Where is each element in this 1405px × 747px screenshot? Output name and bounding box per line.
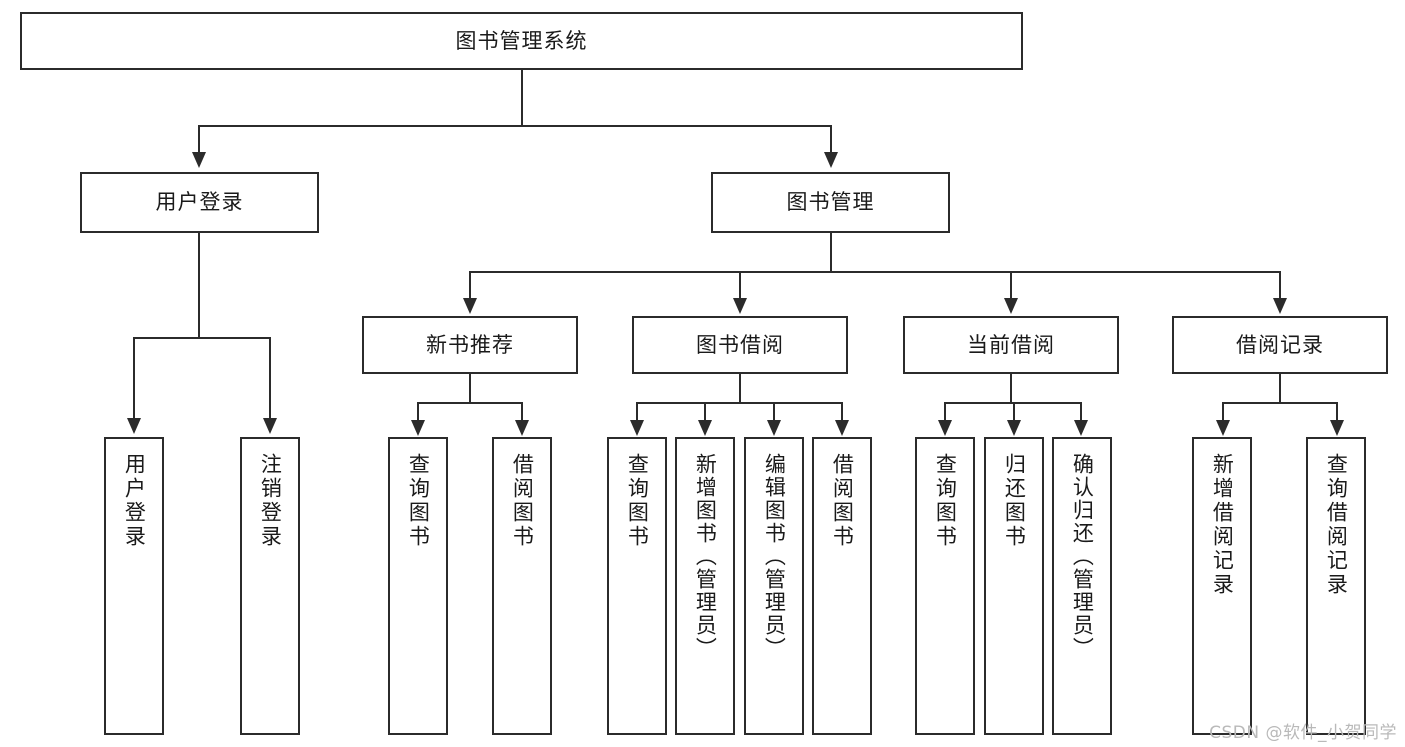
node-current-borrow: 当前借阅 [903, 316, 1119, 374]
leaf-user-login: 用户登录 [104, 437, 164, 735]
edge-cb-stem [1010, 374, 1012, 404]
arrow-cb-to-leaf-2 [1007, 420, 1021, 436]
edge-bb-to-leaf-3 [773, 402, 775, 422]
node-new-book-recommend: 新书推荐 [362, 316, 578, 374]
leaf-label: 查询图书 [625, 453, 650, 549]
edge-user-login-to-leaf-2 [269, 337, 271, 421]
edge-cb-to-leaf-3 [1080, 402, 1082, 422]
leaf-label: 查询借阅记录 [1324, 453, 1349, 597]
leaf-label: 借阅图书 [830, 453, 855, 549]
leaf-label: 新增借阅记录 [1210, 453, 1235, 597]
arrow-user-login-to-leaf-2 [263, 418, 277, 434]
leaf-logout-login: 注销登录 [240, 437, 300, 735]
edge-cb-bar [944, 402, 1081, 404]
node-borrow-record: 借阅记录 [1172, 316, 1388, 374]
arrow-bb-to-leaf-1 [630, 420, 644, 436]
edge-nbr-to-leaf-1 [417, 402, 419, 422]
node-label: 图书管理系统 [455, 28, 588, 53]
node-label: 新书推荐 [426, 332, 514, 357]
arrow-bm-to-new-book [463, 298, 477, 314]
edge-br-to-leaf-2 [1336, 402, 1338, 422]
edge-cb-to-leaf-2 [1013, 402, 1015, 422]
leaf-label: 查询图书 [933, 453, 958, 549]
arrow-bm-to-current-borrow [1004, 298, 1018, 314]
edge-bb-to-leaf-2 [704, 402, 706, 422]
arrow-root-to-user-login [192, 152, 206, 168]
leaf-nbr-query-book: 查询图书 [388, 437, 448, 735]
node-user-login: 用户登录 [80, 172, 319, 233]
edge-bb-stem [739, 374, 741, 404]
edge-bm-to-current-borrow [1010, 271, 1012, 301]
node-label: 借阅记录 [1236, 332, 1324, 357]
edge-root-stem [521, 70, 523, 125]
edge-nbr-stem [469, 374, 471, 404]
leaf-cb-return-book: 归还图书 [984, 437, 1044, 735]
arrow-bb-to-leaf-4 [835, 420, 849, 436]
leaf-label: 用户登录 [122, 453, 147, 549]
node-label: 图书借阅 [696, 332, 784, 357]
edge-root-to-book-management [830, 125, 832, 155]
arrow-br-to-leaf-2 [1330, 420, 1344, 436]
leaf-label: 归还图书 [1002, 453, 1027, 549]
edge-user-login-bar [133, 337, 270, 339]
arrow-nbr-to-leaf-2 [515, 420, 529, 436]
leaf-bb-add-book-admin: 新增图书（管理员） [675, 437, 735, 735]
edge-book-management-stem [830, 233, 832, 273]
leaf-nbr-borrow-book: 借阅图书 [492, 437, 552, 735]
arrow-bm-to-borrow-record [1273, 298, 1287, 314]
leaf-label: 新增图书（管理员） [693, 453, 718, 660]
leaf-label: 确认归还（管理员） [1070, 453, 1095, 660]
edge-user-login-stem [198, 233, 200, 339]
leaf-label: 编辑图书（管理员） [762, 453, 787, 660]
edge-book-management-bar [469, 271, 1281, 273]
edge-bm-to-new-book [469, 271, 471, 301]
edge-nbr-to-leaf-2 [521, 402, 523, 422]
arrow-cb-to-leaf-3 [1074, 420, 1088, 436]
edge-br-stem [1279, 374, 1281, 404]
leaf-bb-borrow-book: 借阅图书 [812, 437, 872, 735]
arrow-user-login-to-leaf-1 [127, 418, 141, 434]
edge-bm-to-book-borrow [739, 271, 741, 301]
arrow-bm-to-book-borrow [733, 298, 747, 314]
edge-bm-to-borrow-record [1279, 271, 1281, 301]
leaf-cb-confirm-return-admin: 确认归还（管理员） [1052, 437, 1112, 735]
edge-br-to-leaf-1 [1222, 402, 1224, 422]
leaf-br-add-record: 新增借阅记录 [1192, 437, 1252, 735]
arrow-bb-to-leaf-3 [767, 420, 781, 436]
arrow-bb-to-leaf-2 [698, 420, 712, 436]
leaf-label: 借阅图书 [510, 453, 535, 549]
leaf-label: 注销登录 [258, 453, 283, 549]
edge-root-bar [198, 125, 832, 127]
node-book-management-system: 图书管理系统 [20, 12, 1023, 70]
edge-bb-bar [636, 402, 843, 404]
leaf-label: 查询图书 [406, 453, 431, 549]
edge-root-to-user-login [198, 125, 200, 155]
edge-bb-to-leaf-4 [841, 402, 843, 422]
edge-bb-to-leaf-1 [636, 402, 638, 422]
watermark: CSDN @软件_小贺同学 [1209, 723, 1397, 743]
edge-nbr-bar [417, 402, 523, 404]
arrow-nbr-to-leaf-1 [411, 420, 425, 436]
node-book-borrow: 图书借阅 [632, 316, 848, 374]
leaf-bb-edit-book-admin: 编辑图书（管理员） [744, 437, 804, 735]
node-book-management: 图书管理 [711, 172, 950, 233]
leaf-cb-query-book: 查询图书 [915, 437, 975, 735]
edge-cb-to-leaf-1 [944, 402, 946, 422]
arrow-br-to-leaf-1 [1216, 420, 1230, 436]
leaf-bb-query-book: 查询图书 [607, 437, 667, 735]
node-label: 图书管理 [786, 190, 875, 215]
node-label: 当前借阅 [967, 332, 1055, 357]
arrow-cb-to-leaf-1 [938, 420, 952, 436]
node-label: 用户登录 [155, 190, 244, 215]
leaf-br-query-record: 查询借阅记录 [1306, 437, 1366, 735]
edge-user-login-to-leaf-1 [133, 337, 135, 421]
arrow-root-to-book-management [824, 152, 838, 168]
edge-br-bar [1222, 402, 1338, 404]
